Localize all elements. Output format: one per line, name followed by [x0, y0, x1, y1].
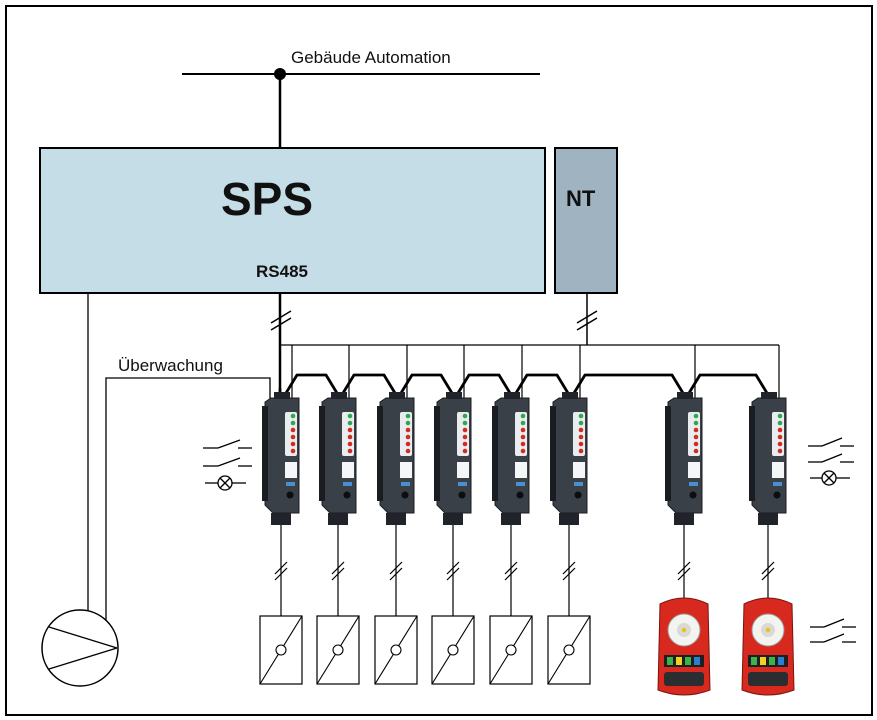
right-switch-symbols [808, 437, 854, 486]
actuator-module [550, 392, 588, 525]
detector-switch-symbols [810, 618, 856, 643]
cable-slash [274, 561, 288, 575]
cable-slash [504, 561, 518, 575]
actuator-module [319, 392, 357, 525]
actuator-module [262, 392, 300, 525]
cable-slash [331, 561, 345, 575]
sps-label: SPS [221, 173, 314, 225]
supply-bus [280, 344, 780, 402]
actuator-symbol [316, 615, 360, 685]
monitoring-wire-inner [105, 377, 271, 625]
actuator-symbol [489, 615, 533, 685]
cable-slash [446, 561, 460, 575]
module-row [262, 392, 787, 525]
actuator-symbol [431, 615, 475, 685]
detector-module [665, 392, 703, 525]
detector-row [657, 597, 795, 696]
cable-slash [331, 567, 345, 581]
smoke-detector [741, 597, 795, 696]
cable-slash [274, 567, 288, 581]
cable-slash [389, 561, 403, 575]
rs485-slash-mark [270, 310, 292, 331]
actuator-symbol [374, 615, 418, 685]
detector-module [749, 392, 787, 525]
actuator-module [492, 392, 530, 525]
nt-box [554, 147, 618, 294]
nt-label: NT [566, 186, 596, 211]
cable-slash [446, 567, 460, 581]
actuator-module [434, 392, 472, 525]
cable-slash [761, 561, 775, 575]
cable-slash [504, 567, 518, 581]
left-switch-symbols [203, 439, 252, 491]
cable-slash [677, 567, 691, 581]
actuator-module [377, 392, 415, 525]
field-cables [274, 525, 775, 616]
cable-slash [761, 567, 775, 581]
rs485-label: RS485 [256, 262, 308, 281]
actuator-symbol [547, 615, 591, 685]
cable-slash [562, 567, 576, 581]
building-automation-label: Gebäude Automation [291, 48, 451, 67]
nt-slash-mark [576, 310, 598, 331]
cable-slash [677, 561, 691, 575]
cable-slash [562, 561, 576, 575]
cable-slash [389, 567, 403, 581]
sps-box [39, 147, 546, 294]
actuator-row [259, 615, 591, 685]
actuator-symbol [259, 615, 303, 685]
monitoring-label: Überwachung [118, 356, 223, 375]
smoke-detector [657, 597, 711, 696]
diagram-frame [5, 5, 873, 716]
compressor-symbol [41, 609, 119, 687]
